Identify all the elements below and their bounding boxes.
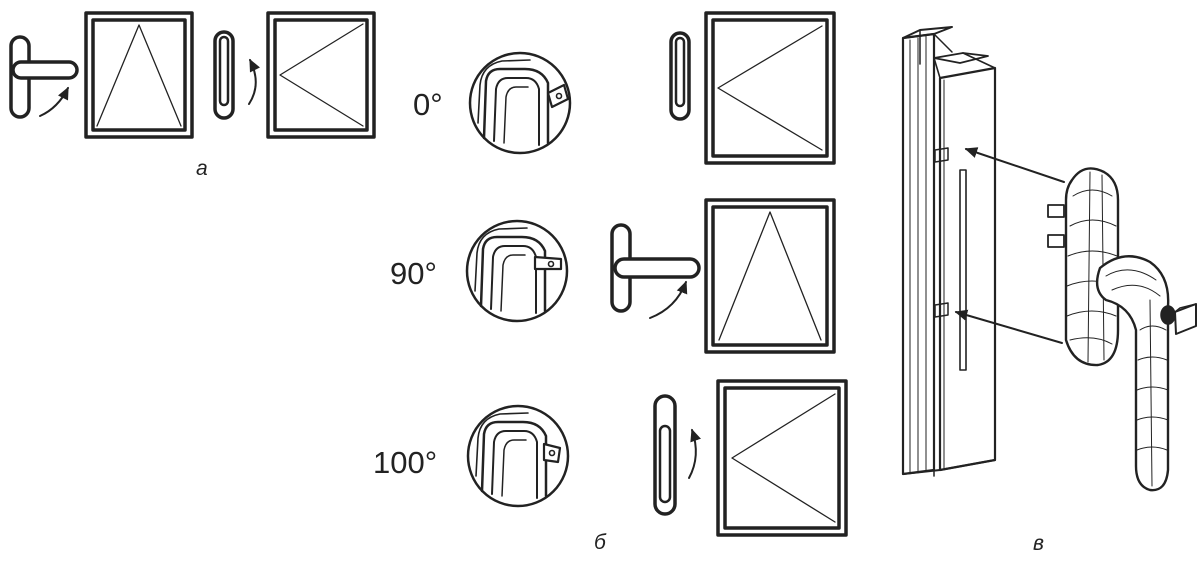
rotation-arrow-icon xyxy=(688,428,701,479)
handle-vertical-icon xyxy=(669,31,691,121)
rotation-arrow-icon xyxy=(649,280,688,319)
arrow-icon xyxy=(954,309,1063,344)
rotation-arrow-icon xyxy=(248,58,261,105)
window-profile-icon xyxy=(901,26,997,477)
panel-v xyxy=(901,26,1197,492)
angle-label-0: 0° xyxy=(413,87,443,122)
angle-label-90: 90° xyxy=(390,256,437,291)
handle-vertical-icon xyxy=(213,30,235,120)
window-turn-icon xyxy=(716,379,848,537)
angle-label-100: 100° xyxy=(373,445,438,480)
window-turn-icon xyxy=(704,11,836,165)
latch-detail-90-icon xyxy=(465,219,569,323)
panel-a xyxy=(9,11,376,139)
window-tilt-icon xyxy=(84,11,194,139)
handle-vertical-icon xyxy=(653,394,677,516)
caption-b: б xyxy=(594,531,606,554)
window-handle-icon xyxy=(1047,167,1197,492)
window-tilt-icon xyxy=(704,198,836,354)
window-turn-icon xyxy=(266,11,376,139)
latch-detail-0-icon xyxy=(468,51,572,155)
latch-detail-100-icon xyxy=(466,404,570,508)
caption-v: в xyxy=(1033,532,1044,555)
handle-horizontal-icon xyxy=(9,35,79,119)
rotation-arrow-icon xyxy=(39,86,69,117)
arrow-icon xyxy=(964,147,1065,183)
panel-b xyxy=(465,11,848,537)
handle-horizontal-icon xyxy=(610,223,701,313)
caption-a: а xyxy=(196,157,208,180)
